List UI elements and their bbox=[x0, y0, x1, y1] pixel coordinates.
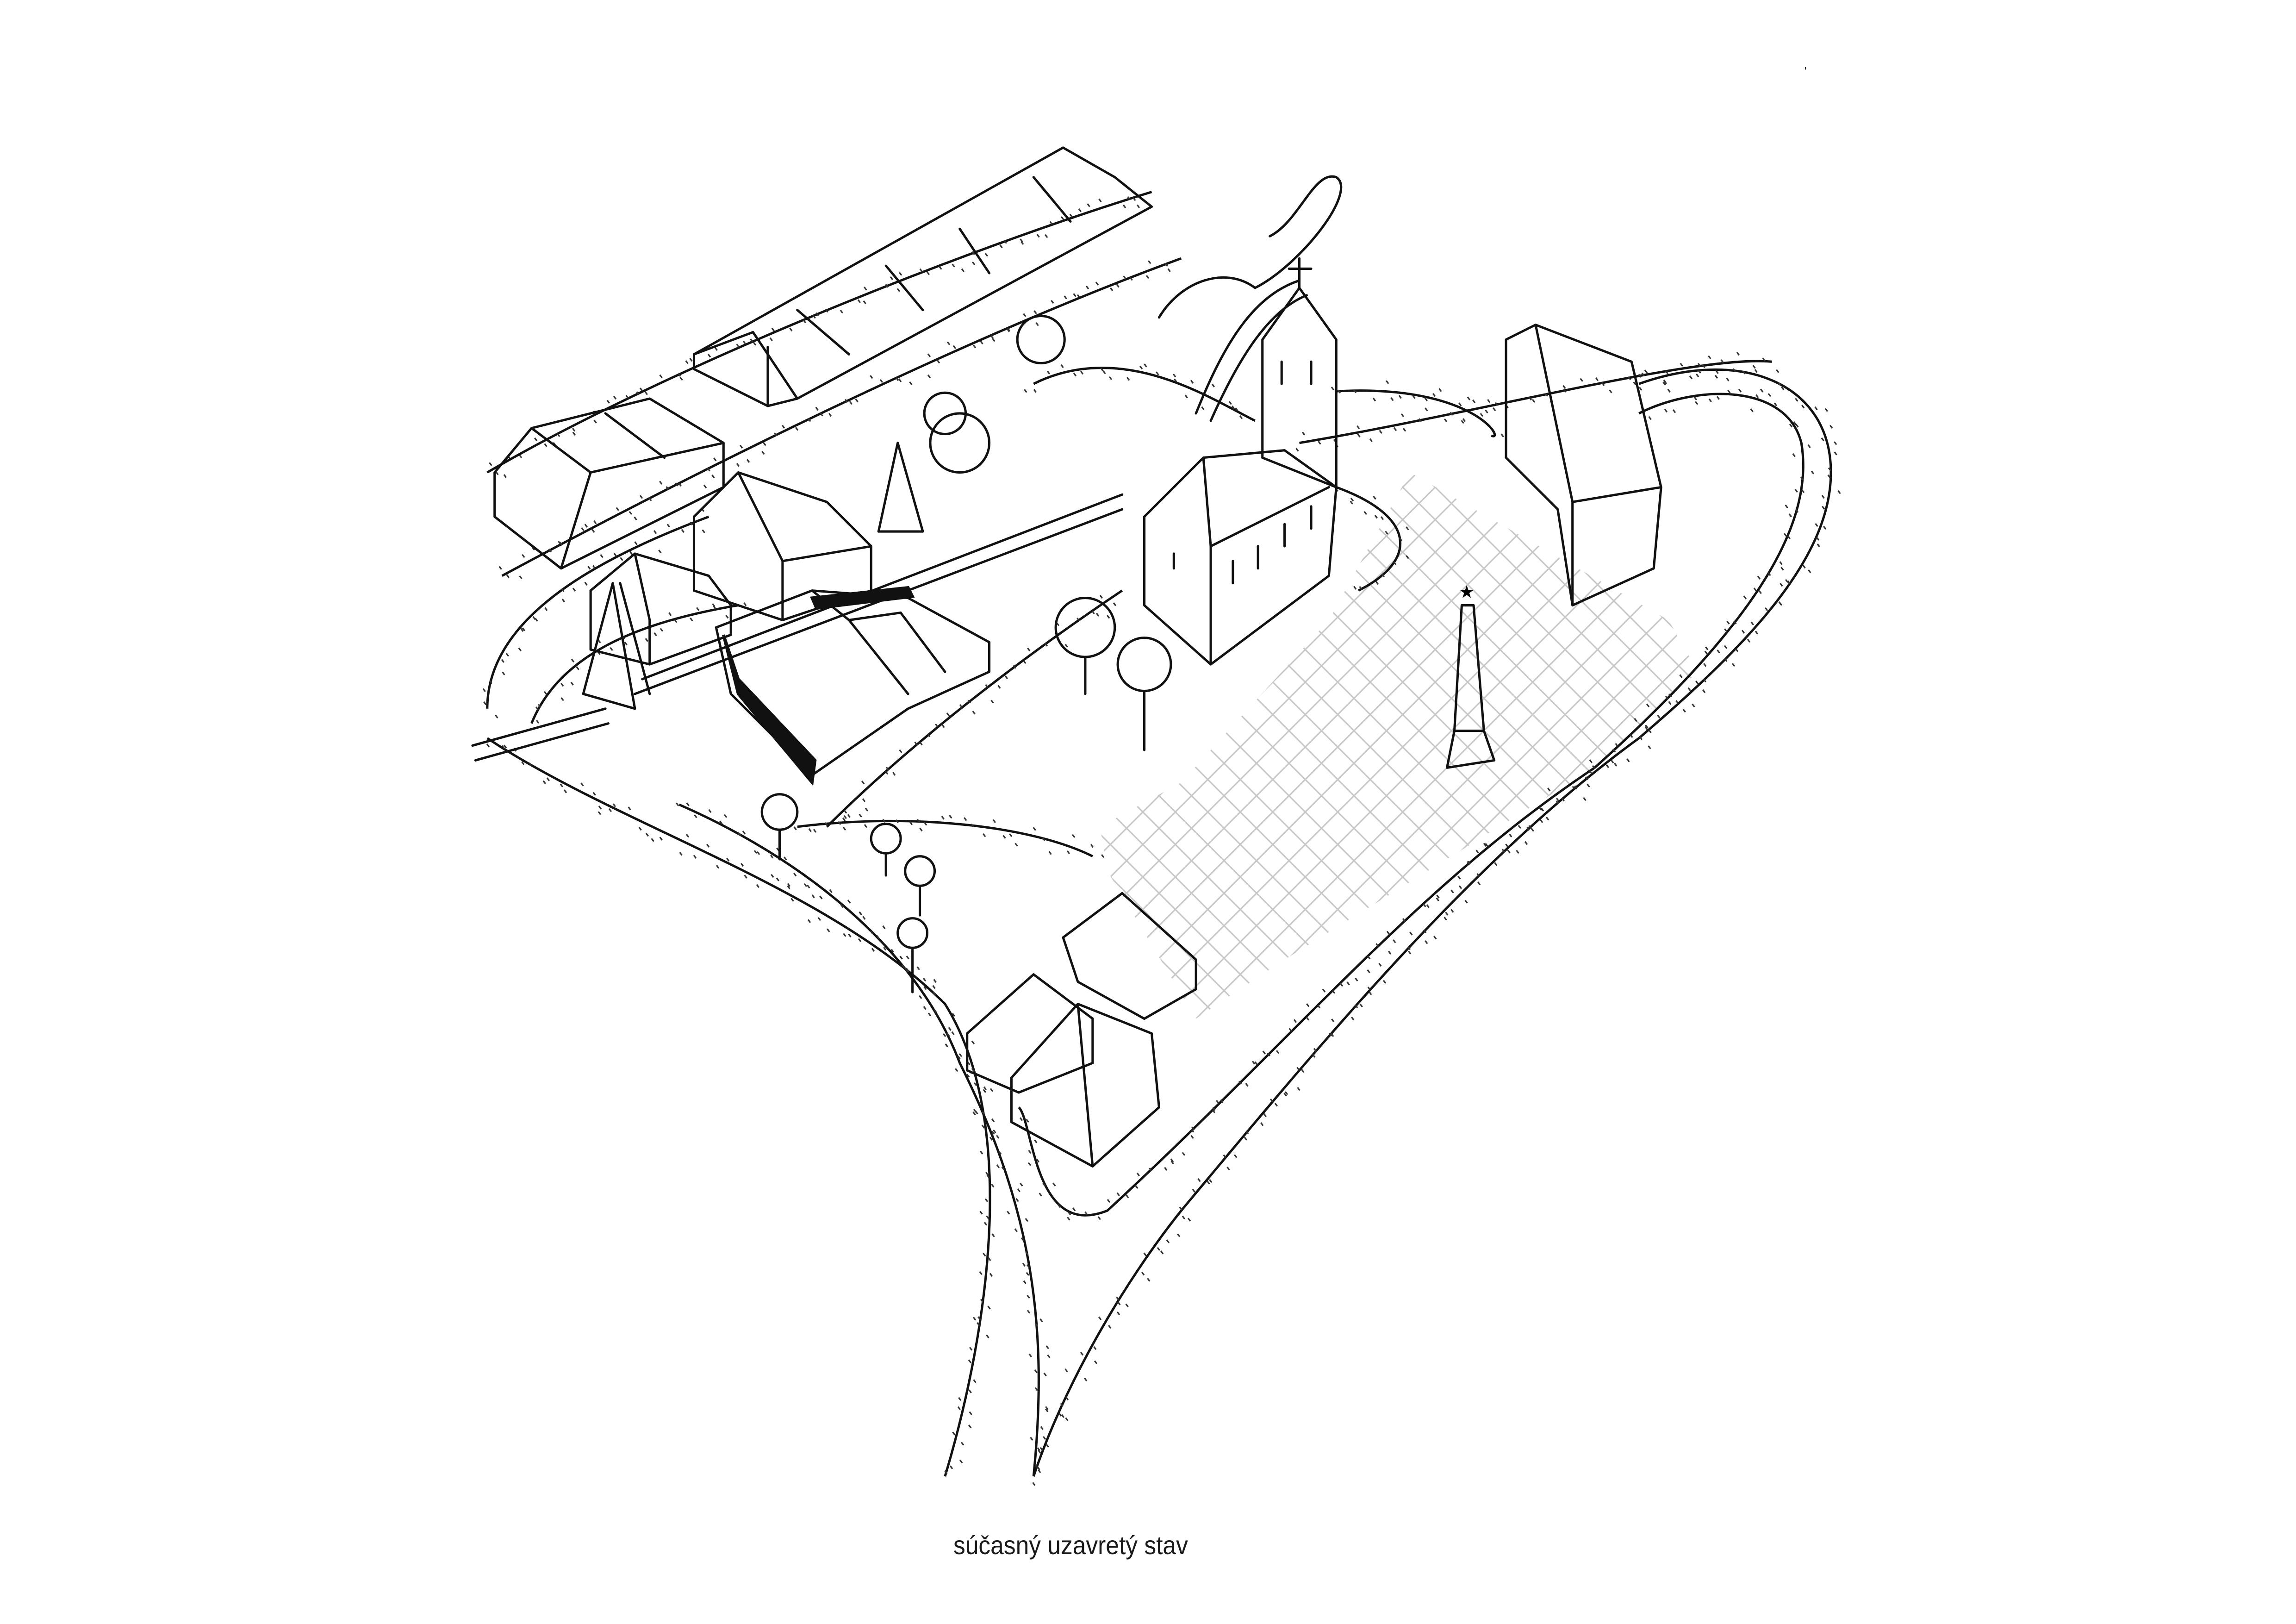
houses-middle bbox=[591, 473, 871, 665]
roads bbox=[487, 192, 1831, 1477]
hatched-wall bbox=[473, 281, 1307, 760]
row-houses-north bbox=[495, 148, 1152, 568]
stray-mark: ' bbox=[1804, 65, 1807, 76]
tall-building-east bbox=[1506, 325, 1661, 606]
diagram-caption: súčasný uzavretý stav bbox=[953, 1530, 1115, 1560]
square-paving-grid bbox=[0, 443, 2296, 1181]
church bbox=[1145, 258, 1337, 664]
houses-south bbox=[967, 893, 1196, 1166]
highlighted-building bbox=[716, 587, 989, 782]
road-gravel-texture bbox=[483, 197, 1841, 1486]
trees bbox=[583, 176, 1341, 992]
svg-text:★: ★ bbox=[1459, 582, 1475, 603]
obelisk-monument: ★ bbox=[1447, 582, 1494, 768]
